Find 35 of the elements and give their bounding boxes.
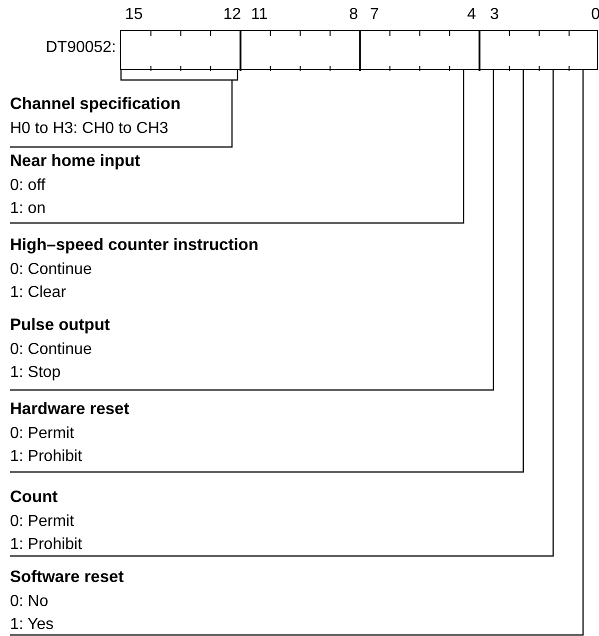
bit-number: 3: [490, 6, 499, 24]
value-text: 1: Clear: [10, 283, 68, 303]
value-text: 0: Permit: [10, 424, 76, 444]
value-text: 0: No: [10, 592, 50, 612]
value-text: 0: off: [10, 176, 46, 196]
field-heading: Channel specification: [10, 94, 182, 115]
bit-number: 12: [223, 6, 241, 24]
bit-number: 4: [467, 6, 476, 24]
value-text: 0: Permit: [10, 512, 76, 532]
field-heading: Count: [10, 487, 59, 508]
value-text: 0: Continue: [10, 260, 93, 280]
bit-number: 8: [349, 6, 358, 24]
register-name: DT90052:: [46, 39, 116, 57]
value-text: 1: on: [10, 199, 47, 219]
bit-number: 0: [591, 6, 599, 24]
leader-line: [9, 69, 238, 148]
leader-line: [10, 70, 494, 391]
leader-line: [10, 70, 584, 636]
value-text: 0: Continue: [10, 340, 93, 360]
value-text: 1: Prohibit: [10, 535, 84, 555]
field-heading: Near home input: [10, 151, 142, 172]
leader-line: [10, 70, 464, 224]
field-heading: Software reset: [10, 567, 125, 588]
bit-number: 7: [370, 6, 379, 24]
field-heading: Hardware reset: [10, 399, 130, 420]
field-heading: High–speed counter instruction: [10, 235, 260, 256]
value-text: H0 to H3: CH0 to CH3: [10, 118, 170, 138]
bit-number: 15: [125, 6, 143, 24]
leader-line: [10, 70, 554, 557]
value-text: 1: Prohibit: [10, 447, 84, 467]
value-text: 1: Yes: [10, 615, 55, 635]
field-heading: Pulse output: [10, 315, 111, 336]
value-text: 1: Stop: [10, 363, 62, 383]
leader-line: [10, 70, 524, 473]
bit-number: 11: [251, 6, 268, 24]
